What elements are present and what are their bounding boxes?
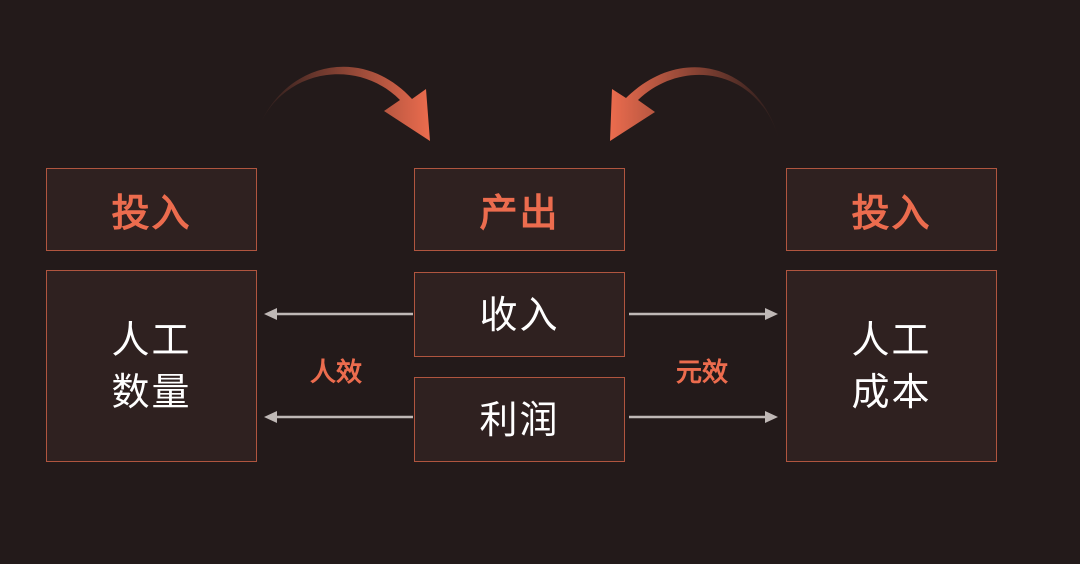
left-metric-label: 人效 — [310, 358, 363, 388]
curved-arrow-right — [610, 67, 781, 148]
right-metric-label: 元效 — [676, 358, 729, 388]
right-header-box: 投入 — [786, 168, 997, 251]
left-body-line-2: 数量 — [111, 370, 192, 414]
left-body-box: 人工 数量 — [46, 270, 257, 462]
curved-arrow-left — [255, 66, 430, 141]
income-box: 收入 — [414, 272, 625, 357]
arrow-profit-to-left — [264, 411, 413, 423]
right-header-text: 投入 — [851, 191, 932, 235]
income-text: 收入 — [479, 292, 560, 337]
arrow-profit-to-right — [629, 411, 778, 423]
right-body-line-1: 人工 — [851, 318, 932, 362]
left-header-text: 投入 — [111, 191, 192, 235]
profit-text: 利润 — [479, 397, 560, 442]
right-body-box: 人工 成本 — [786, 270, 997, 462]
left-body-line-1: 人工 — [111, 318, 192, 362]
arrow-income-to-left — [264, 308, 413, 320]
arrow-income-to-right — [629, 308, 778, 320]
left-header-box: 投入 — [46, 168, 257, 251]
profit-box: 利润 — [414, 377, 625, 462]
right-body-line-2: 成本 — [851, 370, 932, 414]
center-header-text: 产出 — [479, 191, 560, 235]
center-header-box: 产出 — [414, 168, 625, 251]
